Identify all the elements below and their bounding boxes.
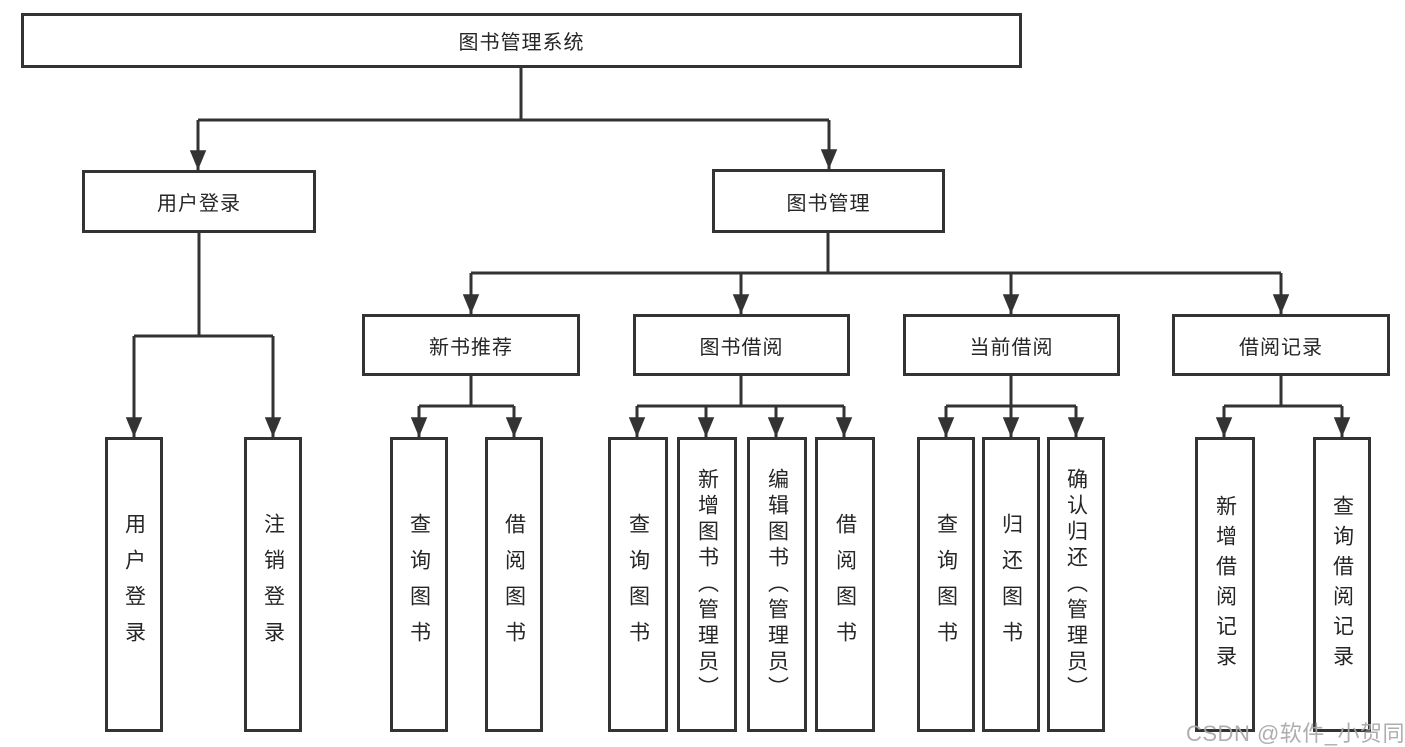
leaf-query-book-current: 查询图书	[917, 437, 975, 732]
leaf-query-book-recommend: 查询图书	[390, 437, 448, 732]
leaf-query-book-borrow: 查询图书	[608, 437, 668, 732]
leaf-label: 借阅图书	[833, 512, 857, 657]
leaf-label: 新增借阅记录	[1213, 494, 1237, 675]
leaf-borrow-book: 借阅图书	[815, 437, 875, 732]
leaf-label: 用户登录	[122, 512, 146, 657]
leaf-confirm-return-admin: 确认归还（管理员）	[1047, 437, 1105, 732]
node-label: 用户登录	[157, 193, 241, 215]
node-user-login: 用户登录	[82, 170, 316, 233]
node-label: 图书管理	[786, 192, 871, 215]
leaf-add-borrow-record: 新增借阅记录	[1195, 437, 1255, 732]
edges-user-login-to-leaves	[125, 233, 282, 438]
node-label: 图书借阅	[699, 336, 784, 359]
node-current-borrow: 当前借阅	[903, 314, 1120, 376]
leaf-add-book-admin: 新增图书（管理员）	[677, 437, 737, 732]
node-book-management: 图书管理	[712, 169, 945, 233]
leaf-label: 确认归还（管理员）	[1064, 467, 1088, 702]
edges-book-borrow-to-leaves	[628, 376, 853, 438]
leaf-borrow-book-recommend: 借阅图书	[485, 437, 543, 732]
leaf-label: 查询图书	[626, 512, 650, 657]
node-library-management-system: 图书管理系统	[21, 13, 1022, 68]
node-borrow-record: 借阅记录	[1172, 314, 1390, 376]
edges-current-borrow-to-leaves	[937, 376, 1085, 438]
leaf-query-borrow-record: 查询借阅记录	[1313, 437, 1371, 732]
leaf-label: 查询图书	[407, 512, 431, 657]
edges-book-mgmt-to-level3	[462, 233, 1290, 315]
edges-borrow-record-to-leaves	[1215, 376, 1351, 438]
leaf-user-login: 用户登录	[105, 437, 163, 732]
node-label: 新书推荐	[429, 336, 513, 359]
leaf-edit-book-admin: 编辑图书（管理员）	[747, 437, 807, 732]
edges-new-book-to-leaves	[410, 376, 523, 438]
node-book-borrow: 图书借阅	[633, 314, 850, 376]
leaf-label: 查询图书	[934, 512, 958, 657]
edges-root-to-level2	[189, 68, 838, 170]
node-new-book-recommend: 新书推荐	[362, 314, 580, 376]
leaf-label: 借阅图书	[502, 512, 526, 657]
leaf-label: 注销登录	[261, 512, 285, 657]
watermark: CSDN @软件_小贺同学	[1186, 721, 1405, 746]
leaf-label: 新增图书（管理员）	[695, 467, 719, 702]
leaf-label: 归还图书	[999, 512, 1023, 657]
leaf-label: 编辑图书（管理员）	[765, 467, 789, 702]
leaf-return-book: 归还图书	[982, 437, 1040, 732]
node-label: 当前借阅	[969, 336, 1054, 359]
node-label: 图书管理系统	[458, 32, 585, 54]
leaf-label: 查询借阅记录	[1330, 494, 1354, 675]
node-label: 借阅记录	[1239, 336, 1323, 359]
leaf-logout: 注销登录	[244, 437, 302, 732]
